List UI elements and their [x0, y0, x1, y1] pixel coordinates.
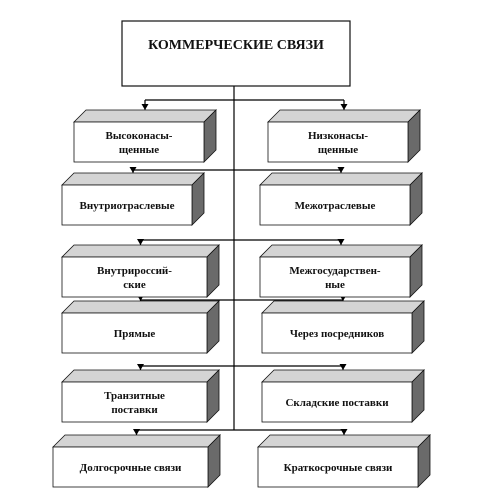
arrow-left-2 — [129, 167, 137, 173]
title-box-frame — [121, 20, 351, 87]
left-box-3-label-line-2: ские — [123, 279, 146, 291]
right-box-2: Межотраслевые — [259, 172, 423, 226]
left-box-3-face — [61, 256, 208, 298]
left-box-2-label-line-1: Внутриотраслевые — [79, 200, 174, 212]
right-box-2-label-line-1: Межотраслевые — [295, 200, 376, 212]
arrow-left-1 — [141, 104, 149, 110]
arrow-left-5 — [137, 364, 144, 370]
arrow-right-1 — [340, 104, 348, 110]
left-box-2-face — [61, 184, 193, 226]
left-box-5: Транзитные поставки — [61, 369, 220, 423]
left-box-3-top — [61, 244, 220, 258]
right-box-1-label-line-1: Низконасы- — [308, 130, 368, 142]
left-box-3: Внутрироссий-ские — [61, 244, 220, 298]
right-box-1-face — [267, 121, 409, 163]
right-box-3-label-line-1: Межгосударствен- — [289, 265, 380, 277]
left-box-1-label-line-1: Высоконасы- — [106, 130, 173, 142]
left-box-6-top — [52, 434, 221, 448]
right-box-4-label-line-1: Через посредников — [290, 328, 384, 340]
right-box-3-face — [259, 256, 411, 298]
right-box-6-face — [257, 446, 419, 488]
arrow-right-2 — [337, 167, 345, 173]
title-box: КОММЕРЧЕСКИЕ СВЯЗИ — [121, 20, 351, 87]
left-box-6: Долгосрочные связи — [52, 434, 221, 488]
arrow-right-3 — [337, 239, 345, 245]
right-box-2-top — [259, 172, 423, 186]
right-box-2-face — [259, 184, 411, 226]
right-box-3-top — [259, 244, 423, 258]
right-box-5: Складские поставки — [261, 369, 425, 423]
left-box-1-face — [73, 121, 205, 163]
left-box-2-top — [61, 172, 205, 186]
right-box-1-label-line-2: щенные — [318, 144, 358, 156]
right-box-4-top — [261, 300, 425, 314]
left-box-1-top — [73, 109, 217, 123]
arrow-right-5 — [339, 364, 347, 370]
left-box-4-top — [61, 300, 220, 314]
right-box-3-label-line-2: ные — [325, 279, 345, 291]
right-box-5-label-line-1: Складские поставки — [285, 397, 389, 409]
right-box-1: Низконасы-щенные — [267, 109, 421, 163]
left-box-6-label-line-1: Долгосрочные связи — [80, 462, 182, 474]
left-box-4-face — [61, 312, 208, 354]
left-box-1-label-line-2: щенные — [119, 144, 159, 156]
right-box-3: Межгосударствен-ные — [259, 244, 423, 298]
left-box-4: Прямые — [61, 300, 220, 354]
right-box-6-top — [257, 434, 431, 448]
connector-lines — [129, 86, 348, 435]
arrow-left-6 — [133, 429, 140, 435]
left-box-6-face — [52, 446, 209, 488]
left-box-1: Высоконасы-щенные — [73, 109, 217, 163]
left-box-5-label-line-2: поставки — [111, 404, 158, 416]
left-box-5-top — [61, 369, 220, 383]
left-box-5-label-line-1: Транзитные — [104, 390, 165, 402]
category-boxes: Высоконасы-щенныеНизконасы-щенныеВнутрио… — [52, 109, 431, 488]
right-box-1-top — [267, 109, 421, 123]
right-box-4-face — [261, 312, 413, 354]
right-box-4: Через посредников — [261, 300, 425, 354]
left-box-4-label-line-1: Прямые — [114, 328, 156, 340]
arrow-left-3 — [137, 239, 144, 245]
right-box-5-top — [261, 369, 425, 383]
title-text: КОММЕРЧЕСКИЕ СВЯЗИ — [148, 38, 324, 53]
arrow-right-6 — [340, 429, 348, 435]
right-box-5-face — [261, 381, 413, 423]
left-box-5-face — [61, 381, 208, 423]
right-box-6-label-line-1: Краткосрочные связи — [284, 462, 393, 474]
left-box-2: Внутриотраслевые — [61, 172, 205, 226]
left-box-3-label-line-1: Внутрироссий- — [97, 265, 172, 277]
right-box-6: Краткосрочные связи — [257, 434, 431, 488]
